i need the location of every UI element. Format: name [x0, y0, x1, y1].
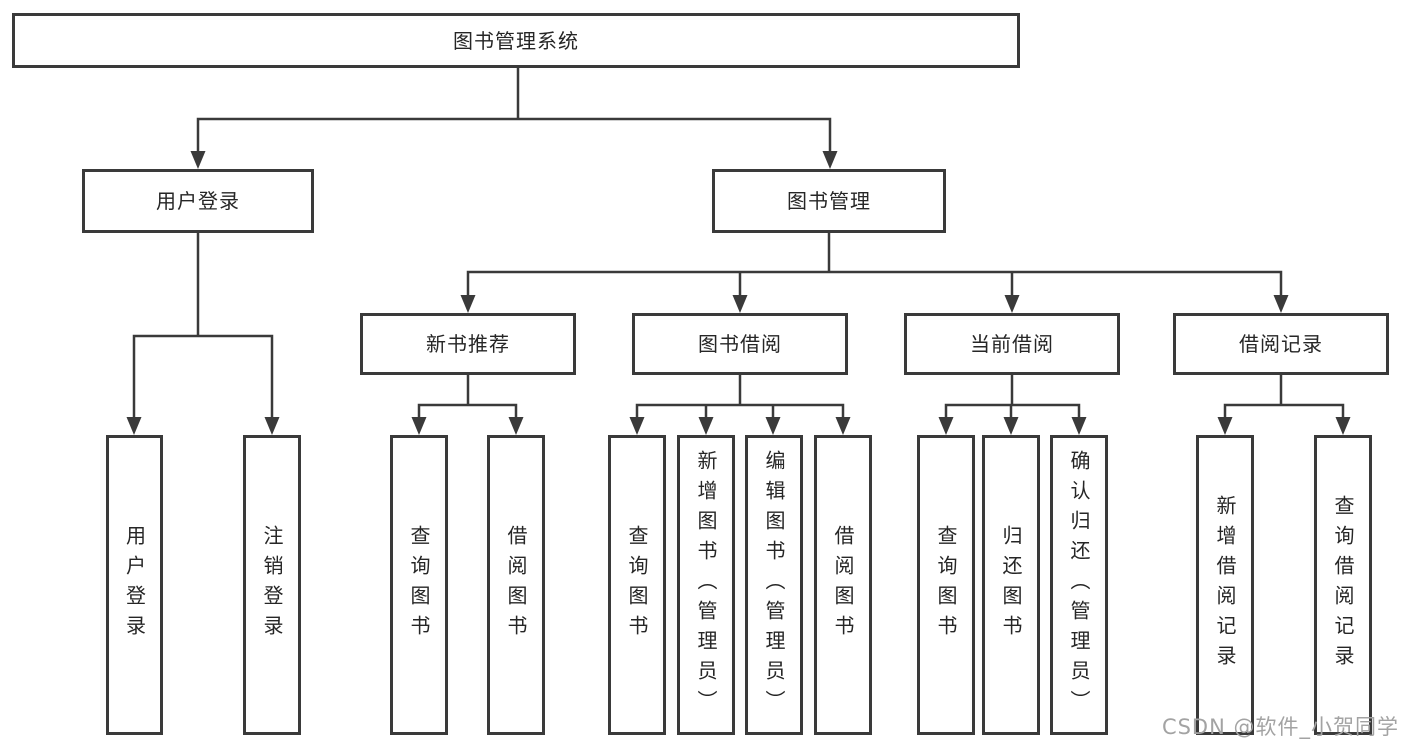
node-root-label: 图书管理系统 [453, 28, 579, 53]
arrowhead [1335, 417, 1351, 435]
arrowhead [1071, 417, 1087, 435]
leaf-add-borrow-record: 新增借阅记录 [1196, 435, 1254, 735]
leaf-query-books-2: 查询图书 [608, 435, 666, 735]
connector-newbook-tree [417, 375, 518, 419]
connector-login-tree [132, 233, 274, 419]
leaf-return-books: 归还图书 [982, 435, 1040, 735]
arrowhead [765, 417, 781, 435]
leaf-label: 查询借阅记录 [1331, 495, 1355, 675]
leaf-edit-books-admin: 编辑图书（管理员） [745, 435, 803, 735]
leaf-label: 编辑图书（管理员） [762, 450, 786, 720]
arrowhead [1273, 295, 1289, 313]
watermark: CSDN @软件_小贺同学 [1161, 715, 1399, 739]
node-book-management-branch: 图书管理 [712, 169, 946, 233]
connector-borrow-tree [635, 375, 845, 419]
leaf-label: 用户登录 [122, 525, 147, 645]
node-label: 当前借阅 [970, 332, 1054, 356]
leaf-label: 借阅图书 [504, 525, 528, 645]
leaf-label: 归还图书 [999, 525, 1023, 645]
arrowhead [822, 151, 838, 169]
node-current-borrow: 当前借阅 [904, 313, 1120, 375]
node-label: 图书管理 [787, 189, 871, 213]
arrowhead [1217, 417, 1233, 435]
leaf-label: 查询图书 [625, 525, 649, 645]
arrowheads [126, 151, 1351, 435]
arrowhead [411, 417, 427, 435]
node-user-login-branch: 用户登录 [82, 169, 314, 233]
leaf-label: 新增借阅记录 [1213, 495, 1237, 675]
arrowhead [938, 417, 954, 435]
connector-current-tree [944, 375, 1081, 419]
leaf-logout: 注销登录 [243, 435, 301, 735]
leaf-confirm-return-admin: 确认归还（管理员） [1050, 435, 1108, 735]
node-label: 用户登录 [156, 189, 240, 213]
node-borrow-records: 借阅记录 [1173, 313, 1389, 375]
connector-records-tree [1223, 375, 1345, 419]
arrowhead [1004, 295, 1020, 313]
node-root: 图书管理系统 [12, 13, 1020, 68]
leaf-borrow-books-1: 借阅图书 [487, 435, 545, 735]
arrowhead [835, 417, 851, 435]
arrowhead [126, 417, 142, 435]
leaf-label: 借阅图书 [831, 525, 855, 645]
arrowhead [460, 295, 476, 313]
connector-root-tree [196, 68, 832, 153]
connector-mgmt-tree [466, 233, 1283, 297]
arrowhead [629, 417, 645, 435]
leaf-label: 注销登录 [260, 525, 284, 645]
arrowhead [698, 417, 714, 435]
leaf-label: 新增图书（管理员） [694, 450, 718, 720]
leaf-label: 查询图书 [407, 525, 431, 645]
arrowhead [1003, 417, 1019, 435]
node-label: 图书借阅 [698, 332, 782, 356]
leaf-query-books-1: 查询图书 [390, 435, 448, 735]
leaf-label: 确认归还（管理员） [1067, 450, 1091, 720]
node-book-borrow: 图书借阅 [632, 313, 848, 375]
arrowhead [508, 417, 524, 435]
arrowhead [264, 417, 280, 435]
arrowhead [732, 295, 748, 313]
leaf-query-borrow-record: 查询借阅记录 [1314, 435, 1372, 735]
leaf-borrow-books-2: 借阅图书 [814, 435, 872, 735]
leaf-add-books-admin: 新增图书（管理员） [677, 435, 735, 735]
arrowhead [190, 151, 206, 169]
node-label: 新书推荐 [426, 332, 510, 356]
leaf-query-books-3: 查询图书 [917, 435, 975, 735]
leaf-label: 查询图书 [934, 525, 958, 645]
node-new-book-recommend: 新书推荐 [360, 313, 576, 375]
leaf-user-login: 用户登录 [106, 435, 163, 735]
node-label: 借阅记录 [1239, 332, 1323, 356]
